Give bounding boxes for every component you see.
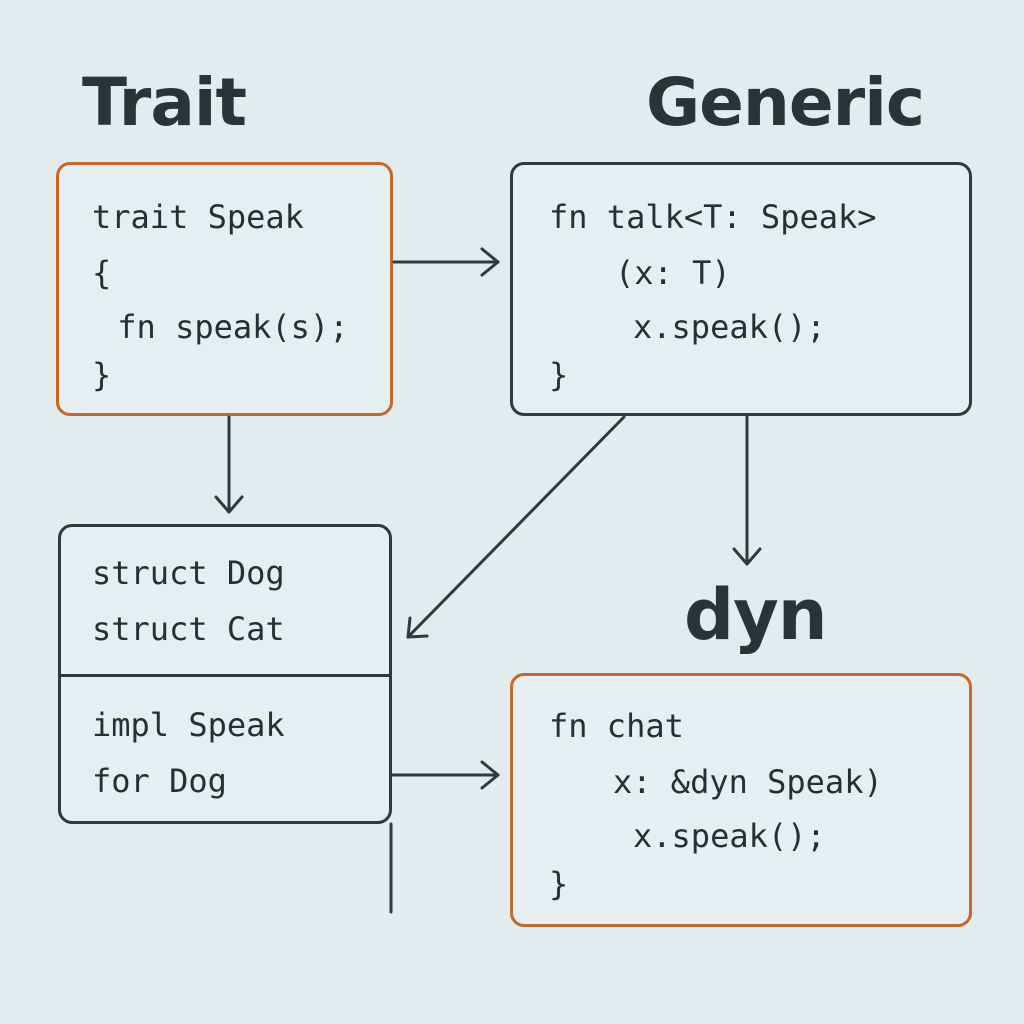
struct-impl-box: struct Dog struct Cat impl Speak for Dog <box>58 524 392 824</box>
dyn-line-3: x.speak(); <box>633 817 826 855</box>
struct-line-2: struct Cat <box>92 610 285 648</box>
impl-line-2: for Dog <box>92 762 227 800</box>
trait-line-4: } <box>92 356 112 394</box>
trait-line-1: trait Speak <box>92 198 304 236</box>
arrow-generic-to-dyn <box>732 415 762 566</box>
dyn-line-4: } <box>549 865 569 903</box>
arrow-trait-to-generic <box>392 247 500 277</box>
heading-dyn: dyn <box>684 574 828 656</box>
struct-impl-divider <box>61 674 389 677</box>
struct-line-1: struct Dog <box>92 554 285 592</box>
dyn-line-1: fn chat <box>549 707 684 745</box>
trait-box: trait Speak { fn speak(s); } <box>56 162 393 416</box>
impl-line-1: impl Speak <box>92 706 285 744</box>
generic-line-4: } <box>549 356 569 394</box>
trait-line-2: { <box>92 254 112 292</box>
generic-box: fn talk<T: Speak> (x: T) x.speak(); } <box>510 162 972 416</box>
arrow-impl-to-dyn <box>390 760 500 790</box>
heading-generic: Generic <box>646 64 925 141</box>
dyn-line-2: x: &dyn Speak) <box>613 763 883 801</box>
generic-line-2: (x: T) <box>615 254 731 292</box>
generic-line-1: fn talk<T: Speak> <box>549 198 877 236</box>
arrow-trait-to-struct <box>214 415 244 514</box>
trait-line-3: fn speak(s); <box>98 308 349 346</box>
heading-trait: Trait <box>82 64 247 141</box>
arrow-generic-to-struct <box>406 415 626 639</box>
dyn-box: fn chat x: &dyn Speak) x.speak(); } <box>510 673 972 927</box>
generic-line-3: x.speak(); <box>633 308 826 346</box>
